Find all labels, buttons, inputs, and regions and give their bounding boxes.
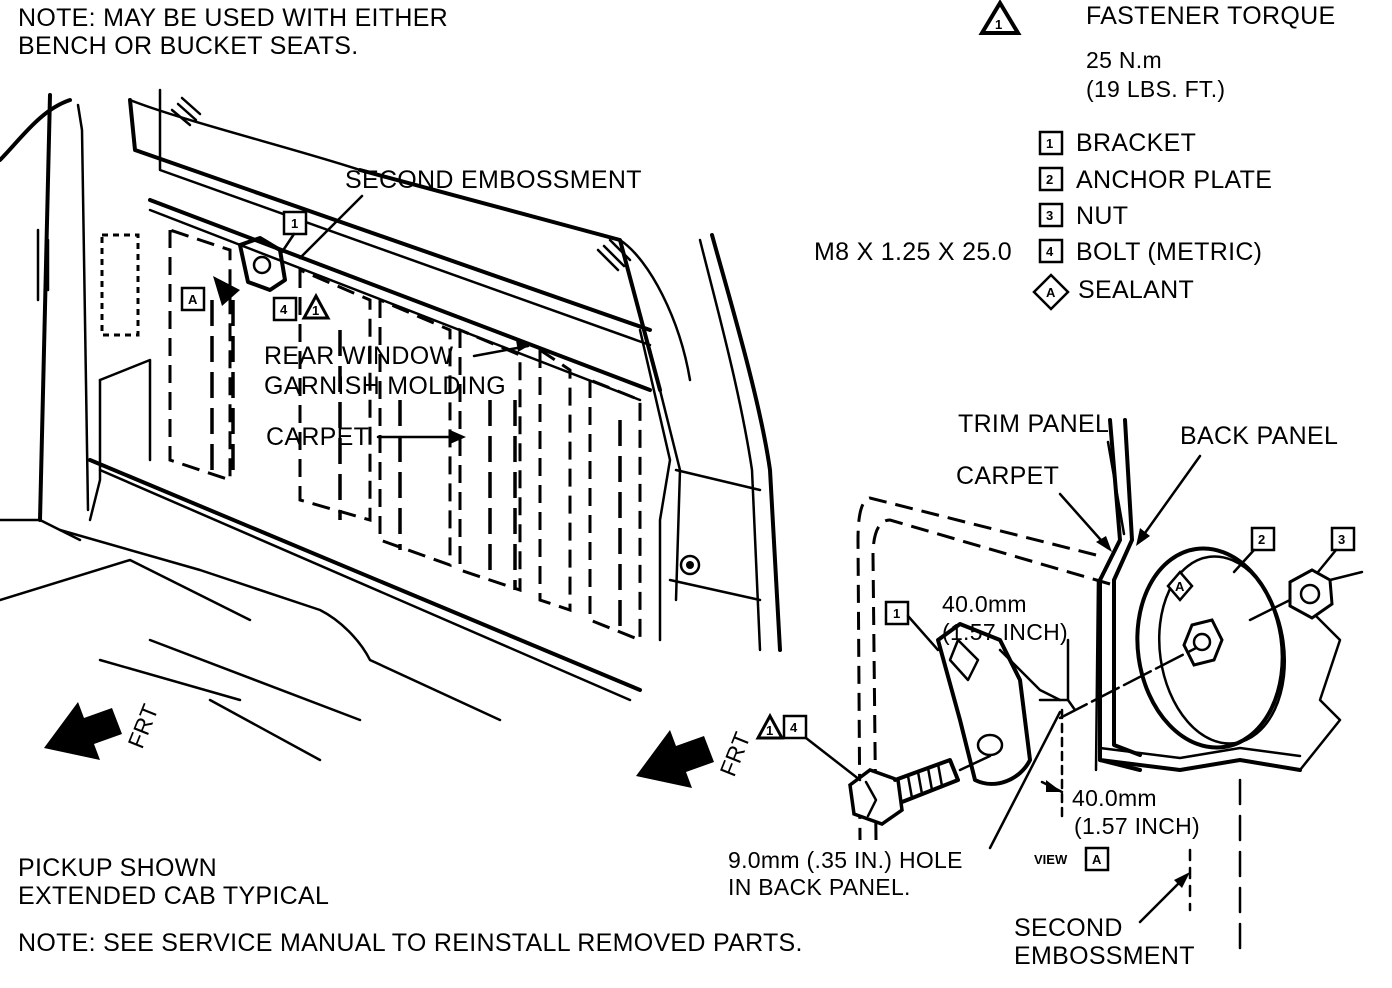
svg-text:A: A: [1046, 285, 1056, 300]
left-second-embossment-leader: [298, 194, 364, 260]
svg-text:NUT: NUT: [1076, 202, 1128, 230]
svg-text:2: 2: [1046, 172, 1053, 187]
note-seats-line1: NOTE: MAY BE USED WITH EITHER: [18, 4, 448, 32]
svg-text:VIEW: VIEW: [1034, 852, 1068, 867]
svg-text:3: 3: [1338, 532, 1345, 547]
legend: 1 BRACKET 2 ANCHOR PLATE 3 NUT M8 X 1.25…: [814, 129, 1272, 311]
front-arrow-right-icon: FRT: [636, 728, 756, 788]
svg-text:1: 1: [766, 723, 773, 738]
right-carpet-leader: [1058, 492, 1110, 550]
svg-text:3: 3: [1046, 208, 1053, 223]
dim-bottom-value: 40.0mm: [1072, 785, 1157, 811]
svg-text:FRT: FRT: [715, 728, 756, 780]
rear-window-label-2: GARNISH MOLDING: [264, 372, 506, 400]
legend-item-sealant: A SEALANT: [1032, 273, 1194, 311]
cab-interior-illustration: 1: [0, 88, 782, 762]
svg-text:4: 4: [280, 302, 288, 317]
view-a-label: VIEW A: [1034, 846, 1110, 872]
svg-text:1: 1: [893, 606, 900, 621]
bolt-icon: [848, 754, 992, 826]
bolt-spec: M8 X 1.25 X 25.0: [814, 238, 1012, 266]
svg-text:4: 4: [1046, 244, 1054, 259]
dim-top-value: 40.0mm: [942, 591, 1027, 617]
legend-item-anchor-plate: 2 ANCHOR PLATE: [1038, 166, 1272, 194]
right-callout-anchor-plate: 2: [1232, 526, 1276, 574]
right-callout-bracket: 1: [884, 600, 940, 652]
left-torque-icon: 1: [301, 292, 331, 320]
note-pickup-line1: PICKUP SHOWN: [18, 854, 217, 882]
dim-bottom-imperial: (1.57 INCH): [1074, 813, 1200, 839]
svg-text:SEALANT: SEALANT: [1078, 276, 1194, 304]
view-a-detail-illustration: A: [848, 418, 1364, 962]
rear-window-label-1: REAR WINDOW: [264, 342, 453, 370]
svg-text:4: 4: [790, 720, 798, 735]
back-panel-leader: [1138, 454, 1202, 542]
svg-text:2: 2: [1258, 532, 1265, 547]
svg-text:1: 1: [291, 216, 298, 231]
legend-item-nut: 3 NUT: [1038, 202, 1128, 230]
right-second-embossment-1: SECOND: [1014, 914, 1123, 942]
legend-item-bolt: 4 BOLT (METRIC): [1038, 238, 1262, 266]
dim-top-imperial: (1.57 INCH): [942, 619, 1068, 645]
note-reinstall: NOTE: SEE SERVICE MANUAL TO REINSTALL RE…: [18, 929, 803, 957]
torque-warning-icon: 1: [978, 0, 1022, 35]
note-pickup-line2: EXTENDED CAB TYPICAL: [18, 882, 329, 910]
svg-text:A: A: [188, 292, 198, 307]
svg-text:BOLT (METRIC): BOLT (METRIC): [1076, 238, 1262, 266]
torque-value-imperial: (19 LBS. FT.): [1086, 76, 1225, 102]
left-second-embossment-label: SECOND EMBOSSMENT: [345, 166, 642, 194]
trim-panel-label: TRIM PANEL: [958, 410, 1109, 438]
right-callout-bolt: 1 4: [755, 712, 862, 782]
trim-panel-leader: [1106, 440, 1126, 536]
note-seats-line2: BENCH OR BUCKET SEATS.: [18, 32, 358, 60]
plate-sealant-key: A: [1175, 579, 1185, 594]
svg-text:1: 1: [1046, 136, 1053, 151]
svg-text:1: 1: [995, 17, 1002, 32]
right-callout-nut: 3: [1316, 526, 1356, 574]
torque-value: 25 N.m: [1086, 47, 1162, 73]
left-carpet-label: CARPET: [266, 423, 369, 451]
svg-text:BRACKET: BRACKET: [1076, 129, 1196, 157]
front-arrow-left-icon: FRT: [44, 700, 164, 760]
left-callout-bracket: 1: [280, 210, 308, 254]
svg-text:ANCHOR PLATE: ANCHOR PLATE: [1076, 166, 1272, 194]
back-panel-label: BACK PANEL: [1180, 422, 1338, 450]
left-callout-bolt: 4: [272, 296, 298, 322]
torque-title: FASTENER TORQUE: [1086, 2, 1335, 30]
right-carpet-label: CARPET: [956, 462, 1059, 490]
svg-text:1: 1: [312, 303, 319, 318]
svg-text:FRT: FRT: [123, 700, 164, 752]
svg-text:A: A: [1092, 852, 1102, 867]
hole-label-2: IN BACK PANEL.: [728, 874, 911, 900]
legend-item-bracket: 1 BRACKET: [1038, 129, 1196, 157]
right-second-embossment-2: EMBOSSMENT: [1014, 942, 1195, 970]
left-callout-sealant: A: [180, 286, 206, 312]
hole-label-1: 9.0mm (.35 IN.) HOLE: [728, 847, 963, 873]
